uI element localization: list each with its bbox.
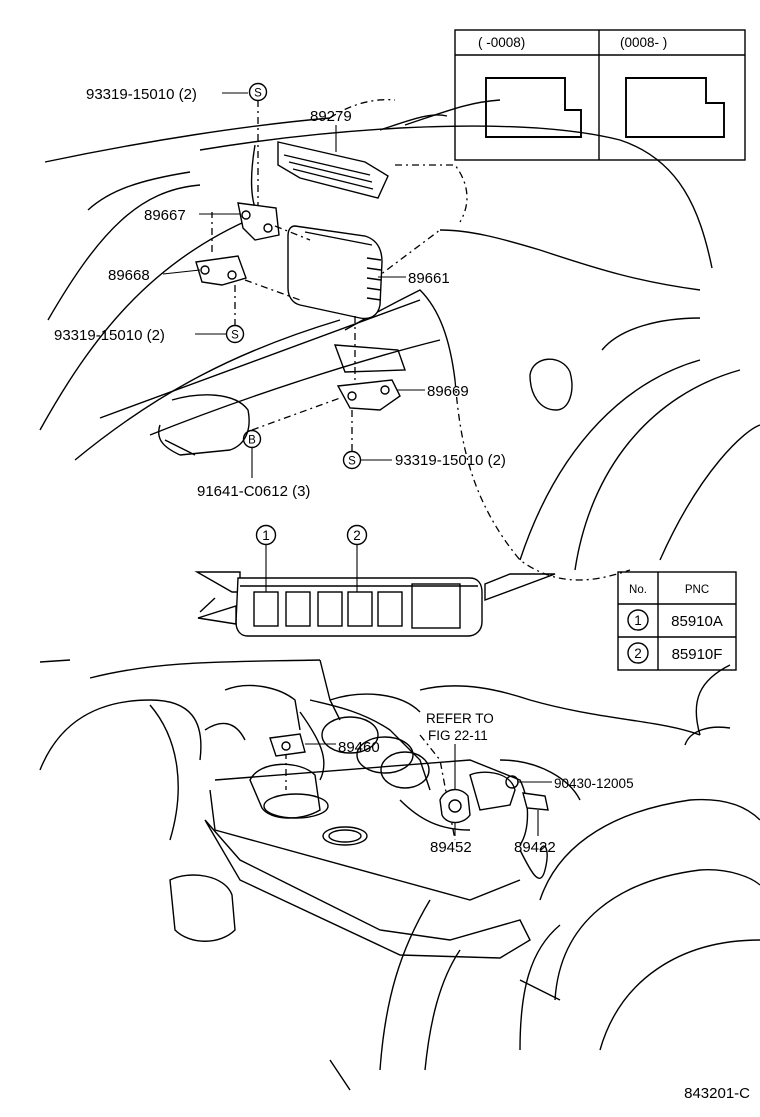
marker-s-mid (225, 324, 245, 344)
label-93319-mid: 93319-15010 (2) (54, 327, 165, 344)
assembly-lines-upper (211, 100, 356, 478)
year-variant-inset: ( -0008) (0008- ) (454, 29, 746, 161)
label-89452: 89452 (430, 839, 472, 856)
pnc-row-1-pnc: 85910A (671, 613, 723, 630)
label-89668: 89668 (108, 267, 150, 284)
pnc-row-2-pnc: 85910F (672, 646, 723, 663)
svg-text:S: S (254, 88, 262, 100)
label-89422: 89422 (514, 839, 556, 856)
bracket-89668 (195, 255, 247, 286)
sensor-89422 (505, 775, 549, 811)
pnc-table: No. PNC 1 85910A 2 85910F (617, 571, 737, 671)
upper-vehicle-outline (39, 98, 760, 581)
ecu-module-89661 (287, 225, 383, 320)
upper-labels: 93319-15010 (2) S 89279 89667 89668 8966… (54, 82, 506, 500)
label-refer-fig: FIG 22-11 (428, 728, 488, 743)
marker-b (242, 429, 262, 449)
inset-right-label: (0008- ) (620, 35, 667, 50)
ecu-connector-illustration: 1 2 (194, 524, 556, 637)
label-89460: 89460 (338, 739, 380, 756)
bracket-89667 (237, 202, 280, 241)
callout-2 (346, 524, 368, 546)
bracket-shape-early (485, 77, 582, 138)
svg-text:S: S (348, 456, 356, 468)
label-89279: 89279 (310, 108, 352, 125)
callout-1 (255, 524, 277, 546)
label-91641: 91641-C0612 (3) (197, 483, 310, 500)
svg-text:S: S (231, 330, 239, 342)
svg-text:B: B (248, 435, 256, 447)
pnc-header-no: No. (629, 584, 647, 596)
pnc-header-pnc: PNC (685, 584, 709, 596)
diagram-code: 843201-C (684, 1085, 750, 1102)
svg-text:1: 1 (262, 528, 270, 543)
lower-vehicle-outline (39, 659, 760, 1091)
pnc-row-1-no: 1 (634, 613, 642, 628)
label-refer-to: REFER TO (426, 711, 494, 726)
inset-left-label: ( -0008) (478, 35, 525, 50)
label-90430: 90430-12005 (554, 776, 634, 791)
pnc-row-2-no: 2 (634, 646, 642, 661)
lower-labels: 89460 REFER TO FIG 22-11 90430-12005 894… (305, 711, 634, 856)
bracket-shape-late (625, 77, 725, 138)
label-89667: 89667 (144, 207, 186, 224)
bracket-89669 (333, 344, 406, 411)
label-89661: 89661 (408, 270, 450, 287)
ecu-cover-89279 (277, 141, 389, 199)
label-89669: 89669 (427, 383, 469, 400)
connector-cavity-2 (347, 591, 373, 627)
label-93319-top: 93319-15010 (2) (86, 86, 197, 103)
label-93319-low: 93319-15010 (2) (395, 452, 506, 469)
marker-s-low (342, 450, 362, 470)
sensor-89452 (439, 789, 471, 824)
svg-text:2: 2 (353, 528, 361, 543)
gasket-90430 (505, 775, 519, 789)
marker-s-top (248, 82, 268, 102)
sensor-89460 (269, 733, 306, 757)
